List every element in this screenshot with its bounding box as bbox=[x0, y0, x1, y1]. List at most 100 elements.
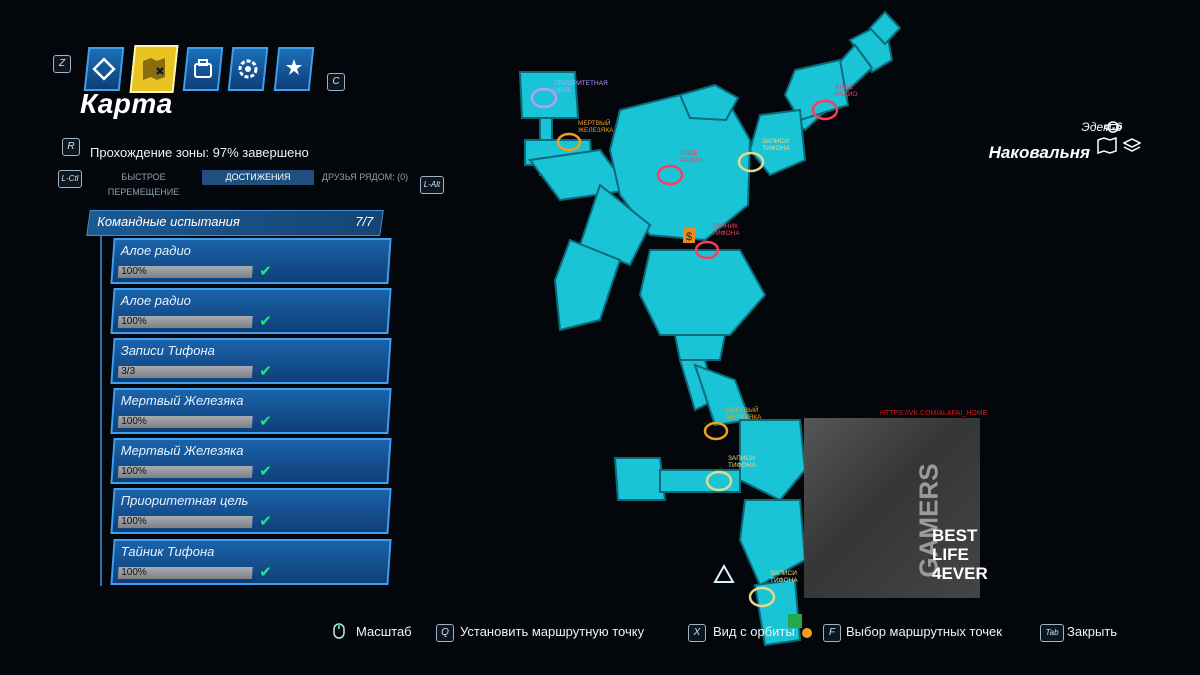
challenge-progress-text: 100% bbox=[121, 416, 147, 427]
checkmark-icon: ✔ bbox=[259, 313, 272, 330]
map-label-priority-target: Приоритетная цель bbox=[554, 80, 608, 94]
tab-skills[interactable] bbox=[227, 47, 269, 91]
dead-claptrap-marker-1 bbox=[556, 132, 582, 152]
challenge-progress-bar: 100% bbox=[117, 266, 253, 278]
typhon-stash-marker bbox=[694, 240, 720, 260]
hint-close[interactable]: Закрыть bbox=[1067, 624, 1118, 639]
challenge-title: Алое радио bbox=[120, 293, 191, 308]
map-sheet-icon bbox=[1097, 137, 1117, 154]
map-label-red-radio-1: Алое радио bbox=[835, 84, 858, 98]
svg-text:$: $ bbox=[686, 231, 692, 243]
challenge-progress-bar: 100% bbox=[117, 567, 253, 579]
next-tab-key[interactable]: C bbox=[327, 73, 345, 91]
layers-icon[interactable] bbox=[1123, 137, 1141, 155]
left-subtab-key[interactable]: L-Ctl bbox=[58, 170, 82, 188]
dead-claptrap-marker-2 bbox=[703, 421, 729, 441]
challenge-title: Тайник Тифона bbox=[120, 544, 215, 559]
checkmark-icon: ✔ bbox=[259, 564, 272, 581]
hint-waypoint[interactable]: Установить маршрутную точку bbox=[460, 624, 645, 639]
tab-missions[interactable] bbox=[83, 47, 125, 91]
backpack-icon bbox=[194, 59, 212, 78]
map-room-central-north bbox=[678, 83, 740, 122]
map-room-south-west bbox=[578, 183, 652, 267]
checkmark-icon: ✔ bbox=[259, 513, 272, 530]
hint-waypoint-select-key[interactable]: F bbox=[823, 624, 841, 642]
area-map[interactable]: $ bbox=[500, 0, 1200, 660]
challenge-item[interactable]: Алое радио 100% ✔ bbox=[110, 288, 392, 334]
prev-tab-key[interactable]: Z bbox=[53, 55, 71, 73]
map-room-northeast bbox=[783, 58, 850, 122]
subtab-achievements[interactable]: Достижения bbox=[202, 170, 314, 185]
challenge-item[interactable]: Тайник Тифона 100% ✔ bbox=[110, 539, 392, 585]
watermark-forever: 4EVER bbox=[932, 564, 988, 583]
challenge-progress-text: 100% bbox=[121, 266, 147, 277]
map-label-typhon-log-1: Записи Тифона bbox=[762, 138, 790, 152]
challenge-progress-fill bbox=[117, 366, 253, 378]
mouse-icon bbox=[333, 623, 345, 639]
watermark-life: LIFE bbox=[932, 545, 969, 564]
red-radio-marker-2 bbox=[656, 164, 684, 186]
challenge-title: Мертвый Железяка bbox=[120, 443, 244, 458]
challenge-progress-bar: 100% bbox=[117, 466, 253, 478]
hint-waypoint-select[interactable]: Выбор маршрутных точек bbox=[846, 624, 1002, 639]
watermark-url: HTTPS://VK.COM/ALAPAI_HOME bbox=[880, 410, 988, 417]
challenges-title: Командные испытания bbox=[97, 214, 240, 229]
challenges-count: 7/7 bbox=[355, 214, 374, 229]
typhon-log-marker-2 bbox=[705, 470, 733, 492]
skill-gear-icon bbox=[238, 59, 258, 79]
map-room-far-southwest bbox=[553, 238, 622, 332]
challenges-header: Командные испытания 7/7 bbox=[86, 210, 384, 236]
map-room-southwest-block bbox=[613, 457, 667, 501]
challenge-progress-text: 100% bbox=[121, 316, 147, 327]
red-radio-marker-1 bbox=[811, 99, 839, 121]
map-room-top-end bbox=[868, 10, 902, 46]
challenge-title: Приоритетная цель bbox=[120, 493, 249, 508]
challenge-progress-text: 100% bbox=[121, 466, 147, 477]
challenge-title: Алое радио bbox=[120, 243, 191, 258]
quick-change-icon bbox=[788, 614, 802, 628]
page-title: Карта bbox=[80, 88, 173, 119]
hint-orbit-key[interactable]: X bbox=[688, 624, 706, 642]
badge-icon bbox=[286, 59, 302, 75]
challenge-item[interactable]: Мертвый Железяка 100% ✔ bbox=[110, 438, 392, 484]
challenge-progress-bar: 100% bbox=[117, 416, 253, 428]
map-room-south-gate bbox=[673, 334, 727, 361]
planet-icon bbox=[1104, 121, 1122, 133]
player-position-icon bbox=[802, 628, 812, 638]
tab-guardian-rank[interactable] bbox=[273, 47, 315, 91]
hint-close-key[interactable]: Tab bbox=[1040, 624, 1064, 642]
map-room-south bbox=[738, 499, 807, 587]
map-label-typhon-log-3: Записи Тифона bbox=[770, 570, 798, 584]
diamond-icon bbox=[92, 57, 116, 81]
challenge-progress-bar: 100% bbox=[117, 316, 253, 328]
map-label-red-radio-2: Алое радио bbox=[680, 150, 703, 164]
right-subtab-key[interactable]: L-Alt bbox=[420, 176, 444, 194]
planet-name: Эдем-6 bbox=[1081, 120, 1122, 134]
map-room-south-end bbox=[753, 578, 802, 647]
checkmark-icon: ✔ bbox=[259, 413, 272, 430]
subtab-fast-travel[interactable]: Быстрое перемещение bbox=[107, 172, 180, 197]
hint-orbit[interactable]: Вид с орбиты bbox=[713, 624, 795, 639]
checkmark-icon: ✔ bbox=[259, 363, 272, 380]
map-room-northwest bbox=[518, 71, 580, 119]
list-rail bbox=[100, 236, 102, 586]
zone-progress: Прохождение зоны: 97% завершено bbox=[90, 145, 309, 160]
tab-inventory[interactable] bbox=[182, 47, 224, 91]
hint-zoom[interactable]: Масштаб bbox=[356, 624, 412, 639]
subtab-friends-nearby[interactable]: Друзья рядом: (0) bbox=[321, 172, 409, 182]
checkmark-icon: ✔ bbox=[259, 463, 272, 480]
area-name: Наковальня bbox=[988, 143, 1090, 162]
challenge-progress-bar: 3/3 bbox=[117, 366, 253, 378]
reset-key[interactable]: R bbox=[62, 138, 80, 156]
challenge-progress-text: 3/3 bbox=[121, 366, 136, 377]
watermark-best-life: BEST LIFE 4EVER bbox=[932, 526, 988, 583]
hint-waypoint-key[interactable]: Q bbox=[436, 624, 454, 642]
tab-map[interactable] bbox=[129, 45, 179, 93]
fast-travel-icon bbox=[713, 563, 735, 583]
challenge-progress-text: 100% bbox=[121, 567, 147, 578]
priority-target-marker bbox=[530, 87, 558, 109]
